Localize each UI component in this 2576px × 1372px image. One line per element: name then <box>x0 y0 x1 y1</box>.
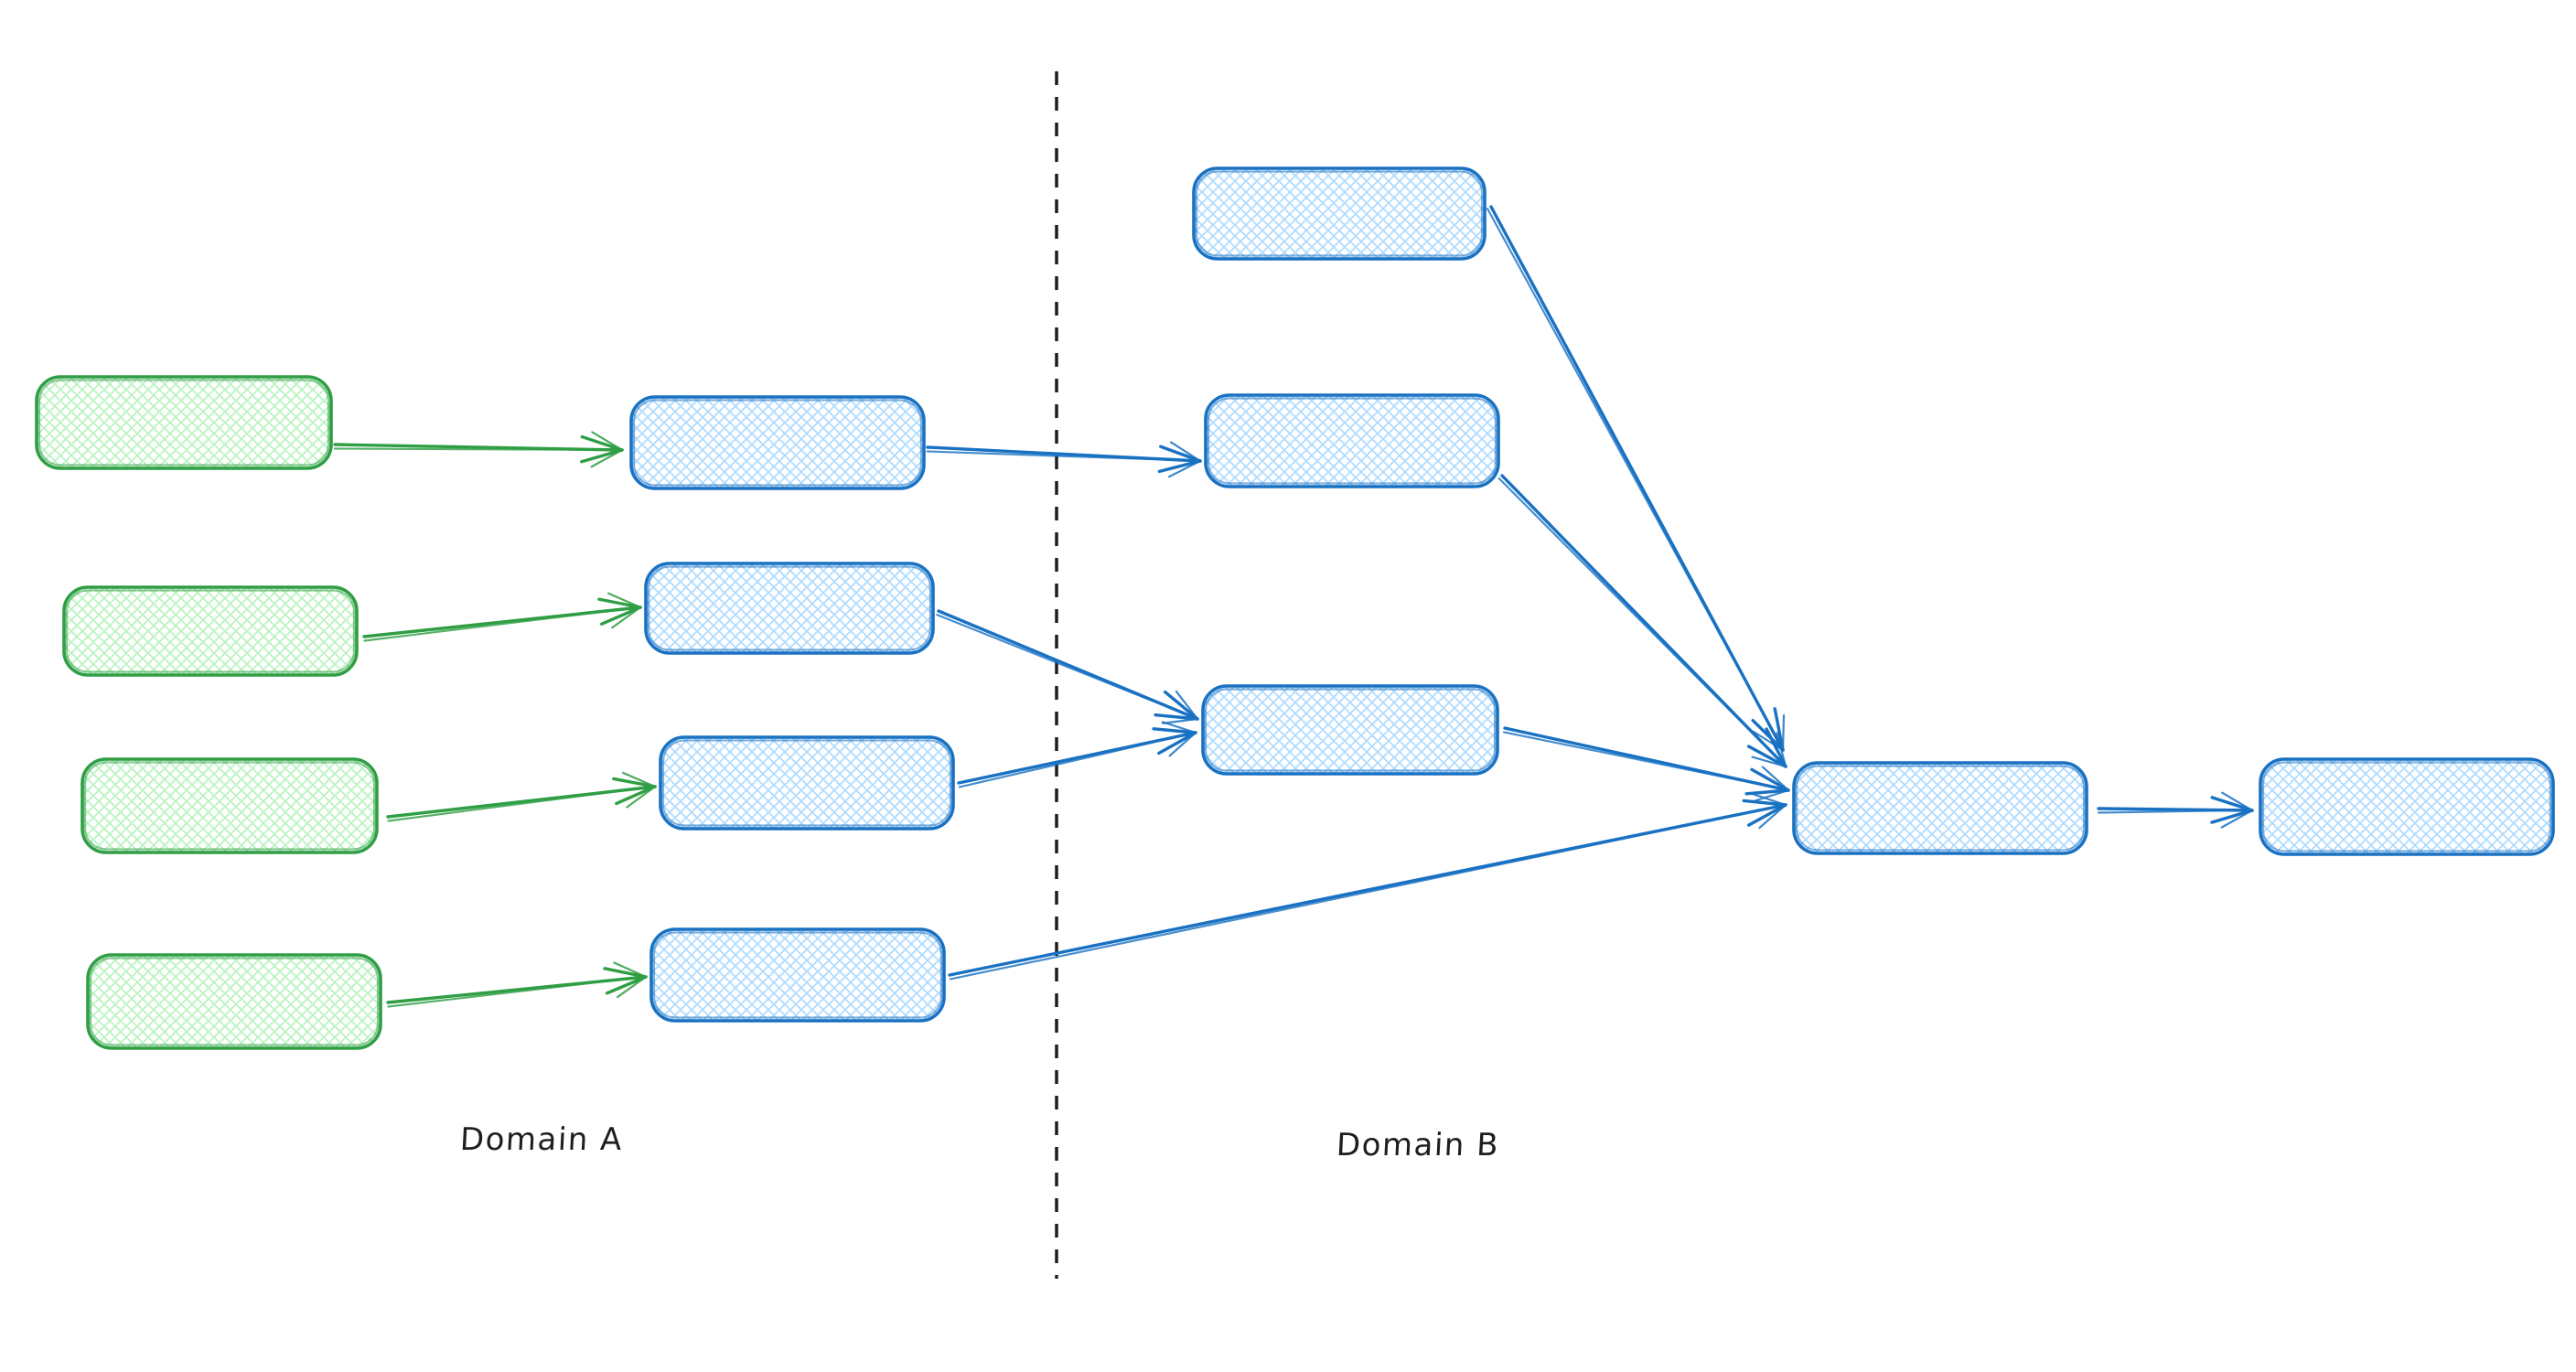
node-blue-node-b3 <box>1201 684 1499 776</box>
node-green-node-4 <box>86 953 382 1050</box>
node-green-node-2 <box>62 585 359 677</box>
domain-b-label: Domain B <box>1335 1127 1501 1163</box>
node-blue-node-a1 <box>629 395 926 490</box>
edge-b3-to-merge <box>1502 726 1790 802</box>
node-blue-node-merge <box>1792 761 2088 855</box>
edge-a1-to-b2 <box>926 441 1202 478</box>
edge-a2-to-b3 <box>936 609 1199 724</box>
node-blue-node-a3 <box>659 735 955 831</box>
domain-a-label: Domain A <box>458 1121 625 1158</box>
edge-green-2-to-a2 <box>362 592 642 642</box>
node-green-node-1 <box>35 375 333 470</box>
node-green-node-3 <box>80 757 379 854</box>
node-blue-node-a4 <box>649 927 946 1023</box>
edge-a3-to-b3 <box>957 721 1197 788</box>
node-blue-node-b2 <box>1204 393 1500 488</box>
edge-merge-to-final <box>2097 791 2254 829</box>
edge-green-3-to-a3 <box>386 771 657 822</box>
edge-green-4-to-a4 <box>386 961 648 1008</box>
node-blue-node-b1 <box>1192 166 1487 261</box>
node-blue-node-final <box>2259 757 2555 856</box>
node-blue-node-a2 <box>644 562 935 655</box>
edge-b2-to-merge <box>1497 474 1787 768</box>
edge-a4-to-merge <box>948 792 1787 981</box>
edge-green-1-to-a1 <box>333 431 624 468</box>
edge-b1-to-merge <box>1486 205 1786 752</box>
